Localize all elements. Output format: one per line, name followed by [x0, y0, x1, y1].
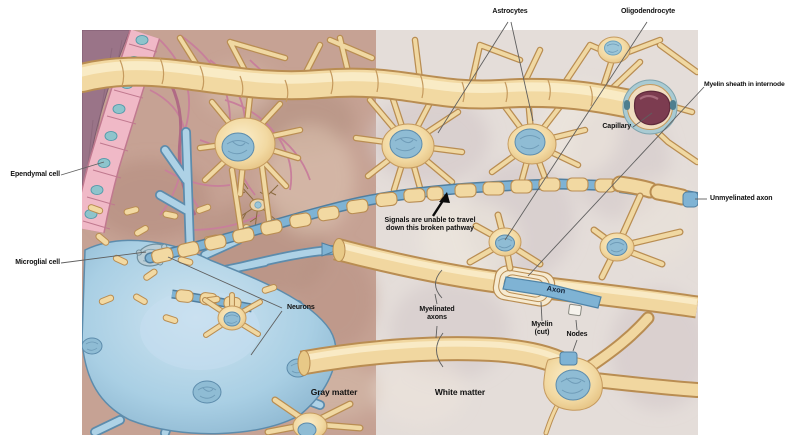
myelinated-axon-lower [297, 336, 572, 378]
astrocyte [214, 117, 276, 171]
oligodendrocyte-right [590, 192, 684, 281]
unmyelinated-axon-tip [682, 191, 698, 208]
leader-lines [60, 21, 707, 368]
leader-capillary [632, 112, 653, 128]
oligodendrocyte-main [466, 211, 544, 272]
astrocyte-bottom [264, 396, 364, 435]
oligodendrocyte-lower [543, 311, 698, 435]
leader-astrocytes-1 [437, 21, 509, 134]
bracket-upper-axon [435, 269, 443, 299]
label-microglial-cell: Microglial cell [15, 259, 60, 266]
leader-neurons-1 [167, 256, 283, 309]
leader-microglial [60, 251, 147, 264]
vessel-bundle [82, 56, 645, 119]
label-white-matter: White matter [434, 387, 486, 397]
broken-axon [144, 177, 628, 264]
label-oligodendrocyte: Oligodendrocyte [620, 8, 676, 15]
label-myelin-sheath-internode: Myelin sheath in internode [704, 81, 785, 88]
label-nodes: Nodes [566, 331, 588, 338]
leader-neurons-2 [250, 310, 283, 356]
leader-nodes-down [572, 339, 578, 352]
astrocyte [597, 36, 631, 64]
capillary-vessel [622, 79, 678, 135]
astrocyte [381, 123, 435, 169]
leader-nodes-up [575, 319, 578, 331]
leader-oligodendrocyte [504, 21, 648, 241]
leader-myelin-cut [540, 301, 543, 322]
leader-myelin-sheath [527, 86, 705, 277]
leader-myelinated-down [435, 325, 438, 339]
annotation-line1: Signals are unable to travel [384, 217, 476, 224]
label-capillary: Capillary [602, 123, 631, 130]
label-ependymal-cell: Ependymal cell [10, 171, 60, 178]
annotation-line2: down this broken pathway [386, 225, 474, 233]
small-neuron-cell [202, 292, 263, 338]
bracket-lower-axon [436, 332, 444, 368]
astrocyte [507, 123, 557, 165]
leader-astrocytes-2 [510, 21, 534, 122]
label-myelin-cut: Myelin (cut) [531, 321, 553, 336]
label-astrocytes: Astrocytes [492, 8, 528, 15]
myelin-cut [492, 265, 602, 317]
exposed-axon [502, 276, 602, 309]
annotation-broken-pathway: Signals are unable to travel down this b… [372, 217, 488, 233]
leader-ependymal [60, 161, 105, 176]
signal-arrow [431, 192, 450, 217]
label-unmyelinated-axon: Unmyelinated axon [710, 195, 773, 202]
illustration-art [82, 30, 698, 435]
label-myelinated-axons: Myelinated axons [419, 306, 455, 321]
leader-myelinated-up [434, 293, 438, 305]
label-neurons: Neurons [287, 304, 315, 311]
node-mark [568, 303, 582, 317]
myelin-wraps [151, 177, 617, 264]
label-gray-matter: Gray matter [310, 387, 358, 397]
